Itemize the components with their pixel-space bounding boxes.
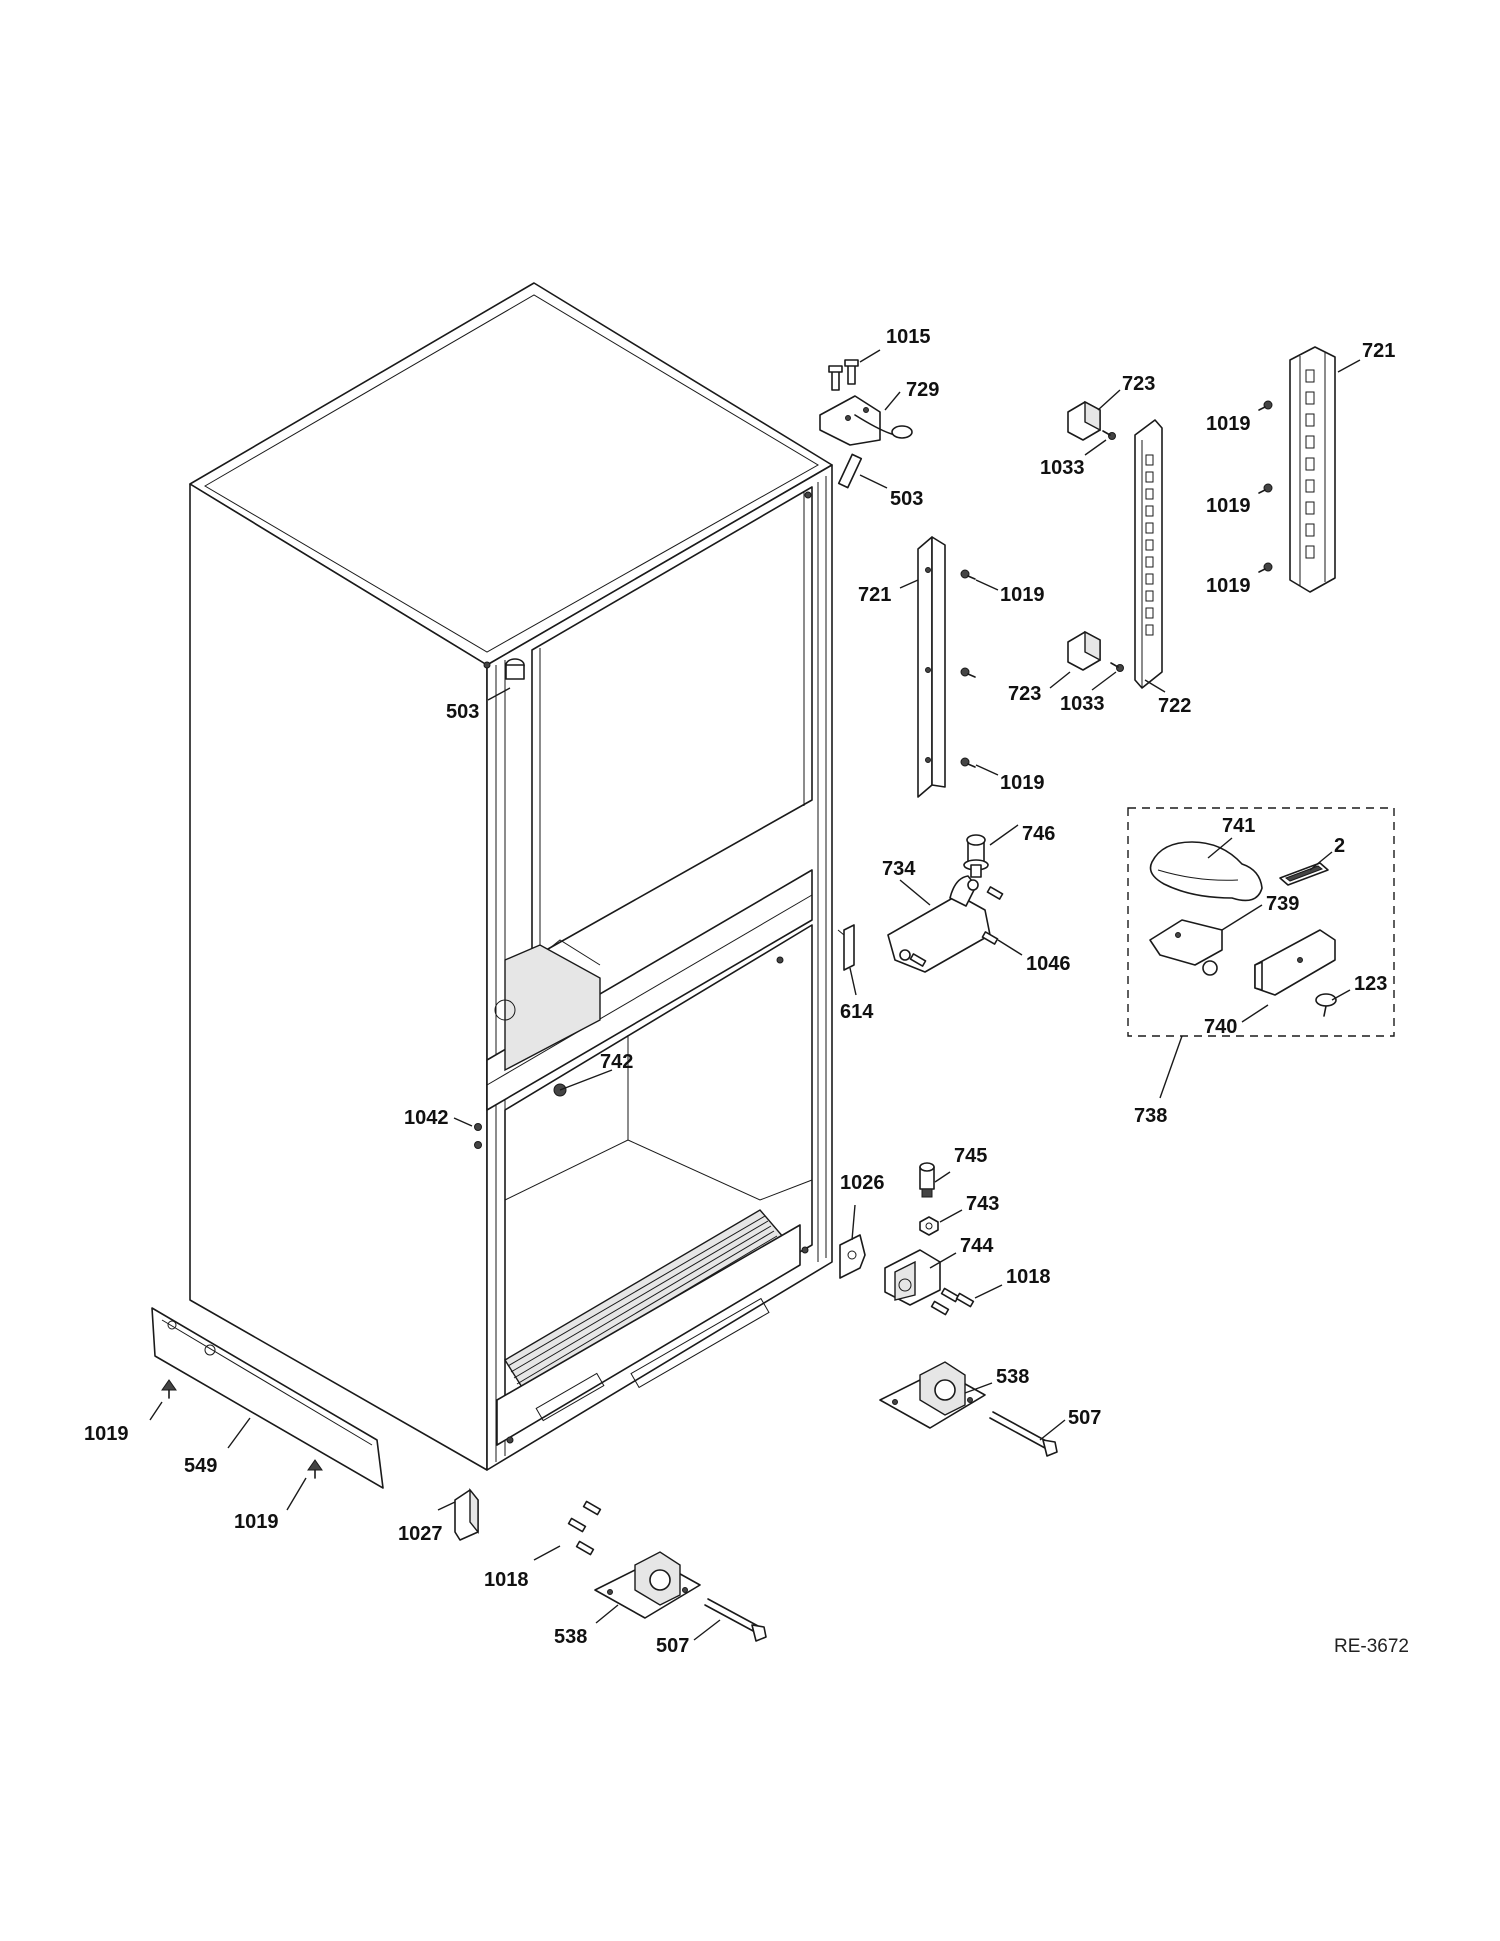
screws-1018-bottom <box>567 1500 602 1556</box>
callout-744: 744 <box>960 1235 994 1257</box>
shelf-rail-722 <box>1134 419 1163 689</box>
screws-1019-rail-right <box>1258 400 1273 573</box>
screws-1015 <box>828 359 859 391</box>
top-hinge-assembly <box>819 359 913 489</box>
hinge-cover-741 <box>1149 841 1263 902</box>
callout-723-top: 723 <box>1122 373 1155 395</box>
callout-1019-kick-right: 1019 <box>234 1511 279 1533</box>
screw-1033-top <box>1102 430 1116 440</box>
callout-745: 745 <box>954 1145 987 1167</box>
hinge-pin-746 <box>963 834 989 878</box>
bracket-1026 <box>839 1234 866 1279</box>
center-hinge-734 <box>887 875 991 973</box>
door-rail-721-left <box>917 536 946 798</box>
leader-lines <box>149 349 1361 1641</box>
callout-123: 123 <box>1354 973 1387 995</box>
nut-743 <box>919 1216 939 1236</box>
callout-538-right: 538 <box>996 1366 1029 1388</box>
callout-1027: 1027 <box>398 1523 443 1545</box>
callout-507-bottom: 507 <box>656 1635 689 1657</box>
screw-1033-bottom <box>1110 662 1124 672</box>
callout-1033-top: 1033 <box>1040 457 1085 479</box>
bracket-614 <box>837 924 855 971</box>
callout-746: 746 <box>1022 823 1055 845</box>
hinge-bracket-744 <box>884 1249 941 1306</box>
callout-labels: 1015 729 503 503 721 1019 1019 723 1033 … <box>84 326 1395 1657</box>
leveling-leg-538-right <box>879 1361 986 1429</box>
callout-742: 742 <box>600 1051 633 1073</box>
callout-1019-rail-bottom: 1019 <box>1000 772 1045 794</box>
callout-1015: 1015 <box>886 326 931 348</box>
screw-1019-kick-left <box>161 1379 177 1399</box>
callout-739: 739 <box>1266 893 1299 915</box>
callout-738: 738 <box>1134 1105 1167 1127</box>
hinge-pin-745 <box>919 1162 935 1198</box>
callout-614: 614 <box>840 1001 874 1023</box>
bolt-507-bottom <box>704 1598 767 1642</box>
callout-1026: 1026 <box>840 1172 885 1194</box>
hinge-pin-503 <box>837 453 863 489</box>
screws-1046 <box>909 886 1004 967</box>
top-hinge-boss <box>505 658 525 680</box>
callout-1042: 1042 <box>404 1107 449 1129</box>
screw-123 <box>1315 993 1337 1017</box>
diagram-reference-code: RE-3672 <box>1334 1636 1409 1657</box>
callout-1019-rail-top: 1019 <box>1000 584 1045 606</box>
callout-722: 722 <box>1158 695 1191 717</box>
callout-2: 2 <box>1334 835 1345 857</box>
callout-741: 741 <box>1222 815 1255 837</box>
callout-549: 549 <box>184 1455 217 1477</box>
rail-clip-723-bottom <box>1067 630 1101 671</box>
callout-1019-right-2: 1019 <box>1206 495 1251 517</box>
callout-721-left: 721 <box>858 584 891 606</box>
callout-538-bottom: 538 <box>554 1626 587 1648</box>
leveling-leg-538-bottom <box>594 1551 701 1619</box>
screws-1019-rail-left <box>960 569 976 768</box>
bolt-507-right <box>989 1411 1058 1457</box>
rail-721-slots <box>1305 369 1315 559</box>
callout-721-right: 721 <box>1362 340 1395 362</box>
callout-507-right: 507 <box>1068 1407 1101 1429</box>
badge-2 <box>1279 862 1329 886</box>
callout-1019-right-1: 1019 <box>1206 413 1251 435</box>
callout-1046: 1046 <box>1026 953 1071 975</box>
hinge-bracket-740 <box>1254 929 1336 996</box>
callout-734: 734 <box>882 858 916 880</box>
callout-1019-right-3: 1019 <box>1206 575 1251 597</box>
screws-1042 <box>474 1123 482 1149</box>
callout-743: 743 <box>966 1193 999 1215</box>
screw-1019-kick-right <box>307 1459 323 1479</box>
callout-1018-bottom: 1018 <box>484 1569 529 1591</box>
rail-clip-723-top <box>1067 400 1101 441</box>
kick-plate-549 <box>151 1307 384 1489</box>
kit-738-box <box>1127 807 1395 1037</box>
hinge-bracket-739 <box>1149 919 1223 976</box>
rail-722-slots <box>1145 454 1154 636</box>
callout-1019-kick-left: 1019 <box>84 1423 129 1445</box>
callout-1033-bottom: 1033 <box>1060 693 1105 715</box>
callout-729: 729 <box>906 379 939 401</box>
bracket-1027 <box>454 1488 479 1541</box>
screws-1018-right <box>930 1287 975 1316</box>
callout-723-bottom: 723 <box>1008 683 1041 705</box>
callout-740: 740 <box>1204 1016 1237 1038</box>
callout-503-top: 503 <box>890 488 923 510</box>
refrigerator-cabinet <box>189 282 833 1471</box>
callout-503-cabinet: 503 <box>446 701 479 723</box>
callout-1018-right: 1018 <box>1006 1266 1051 1288</box>
door-rail-721-right <box>1289 346 1336 593</box>
